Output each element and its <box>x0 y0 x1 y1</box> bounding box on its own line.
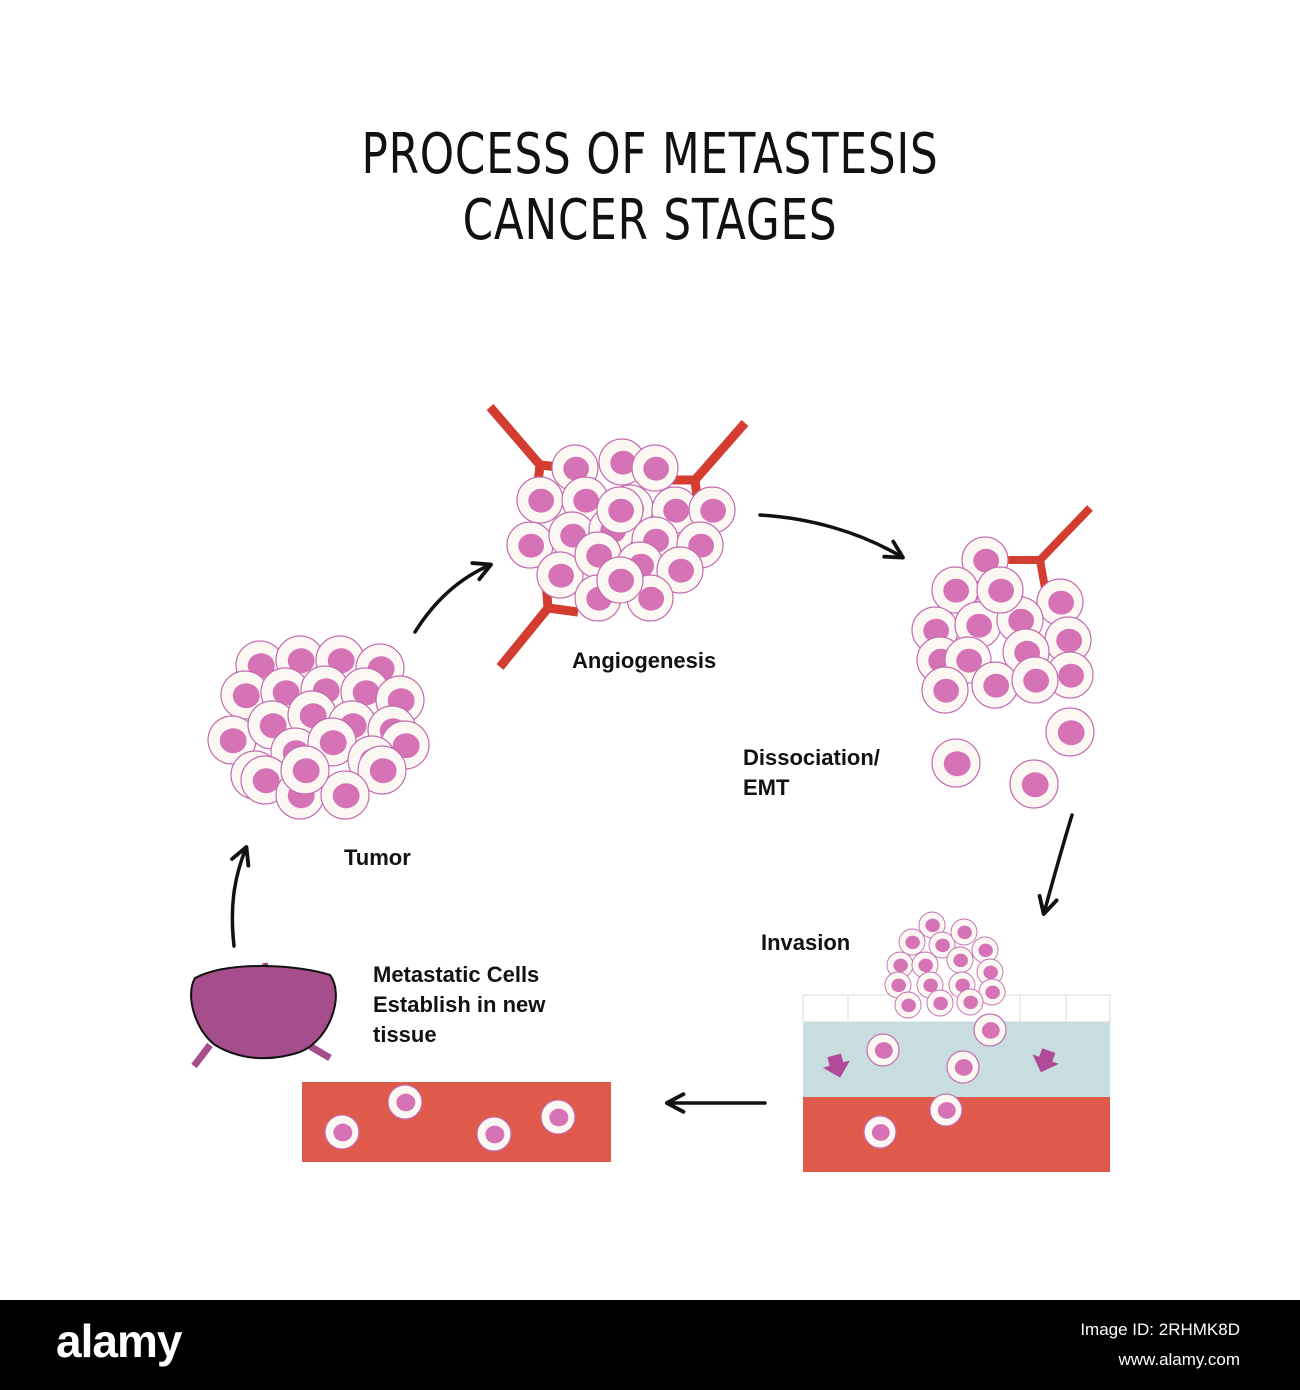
arrow-tumor-to-angiogenesis <box>413 561 493 634</box>
migrating-cell <box>866 1033 900 1067</box>
invading-cell <box>978 978 1006 1006</box>
cells-over-layer <box>324 911 1007 1152</box>
dissociating-cell <box>931 566 979 614</box>
angiogenesis-cell <box>656 546 704 594</box>
dissociating-cell <box>976 566 1024 614</box>
invading-cell <box>976 958 1004 986</box>
angiogenesis-cell <box>631 444 679 492</box>
invading-cell <box>950 918 978 946</box>
angiogenesis-cell <box>506 521 554 569</box>
invading-cell <box>946 946 974 974</box>
invading-cell <box>886 951 914 979</box>
label-dissociation: Dissociation/ EMT <box>743 745 880 800</box>
image-id-text: Image ID: 2RHMK8D <box>1080 1320 1240 1339</box>
invading-cell <box>884 971 912 999</box>
label-invasion: Invasion <box>761 930 851 955</box>
invading-cell <box>956 988 984 1016</box>
circulating-cell <box>476 1116 512 1152</box>
migrating-cell <box>863 1115 897 1149</box>
down-arrow-icon <box>1032 1048 1059 1073</box>
brand-logo: alamy <box>56 1315 182 1367</box>
detached-cell <box>931 738 981 788</box>
arrow-dissociation-to-invasion <box>1037 813 1074 916</box>
epithelium-layer <box>802 994 1111 1023</box>
label-metastatic-cells: Metastatic Cells Establish in new tissue <box>373 962 546 1047</box>
organ-icon <box>190 962 337 1069</box>
angiogenesis-cell <box>596 556 644 604</box>
metastasis-diagram <box>190 404 1111 1172</box>
diagram-title-line-1: PROCESS OF METASTESIS <box>361 122 939 187</box>
migrating-cell <box>973 1013 1007 1047</box>
label-angiogenesis: Angiogenesis <box>572 648 717 673</box>
dissociating-cell <box>1036 578 1084 626</box>
detached-cell <box>1009 759 1059 809</box>
circulating-cell <box>540 1099 576 1135</box>
dissociating-cell <box>1046 651 1094 699</box>
arrow-angiogenesis-to-dissociation <box>758 513 905 560</box>
invading-cell <box>911 951 939 979</box>
arrow-metastatic-to-tumor <box>230 845 251 948</box>
migrating-cell <box>946 1050 980 1084</box>
circulating-cell <box>387 1084 423 1120</box>
label-tumor: Tumor <box>344 845 411 870</box>
dissociating-cell <box>971 661 1019 709</box>
stock-footer-bar: alamy Image ID: 2RHMK8D www.alamy.com <box>0 1300 1300 1390</box>
migrating-cell <box>929 1093 963 1127</box>
dissociating-cell <box>1011 656 1059 704</box>
invading-cell <box>894 991 922 1019</box>
tumor-cell <box>280 745 330 795</box>
dissociating-cell <box>921 666 969 714</box>
angiogenesis-cell <box>536 551 584 599</box>
angiogenesis-cell <box>516 476 564 524</box>
invading-cell <box>898 928 926 956</box>
process-arrows <box>230 513 1074 1114</box>
invasion-tissue <box>802 994 1111 1172</box>
invading-cell <box>928 931 956 959</box>
tumor-cell <box>207 715 257 765</box>
invading-cell <box>918 911 946 939</box>
tumor-cell <box>320 770 370 820</box>
circulating-cell <box>324 1114 360 1150</box>
site-url-text: www.alamy.com <box>1118 1350 1240 1369</box>
cells-layer <box>207 438 1095 820</box>
down-arrow-icon <box>822 1053 851 1078</box>
invading-cell <box>971 936 999 964</box>
angiogenesis-cell <box>596 486 644 534</box>
dissociating-cell <box>1044 616 1092 664</box>
invading-cell <box>926 989 954 1017</box>
diagram-title-line-2: CANCER STAGES <box>462 188 838 253</box>
detached-cell <box>1045 707 1095 757</box>
tumor-cell <box>357 745 407 795</box>
